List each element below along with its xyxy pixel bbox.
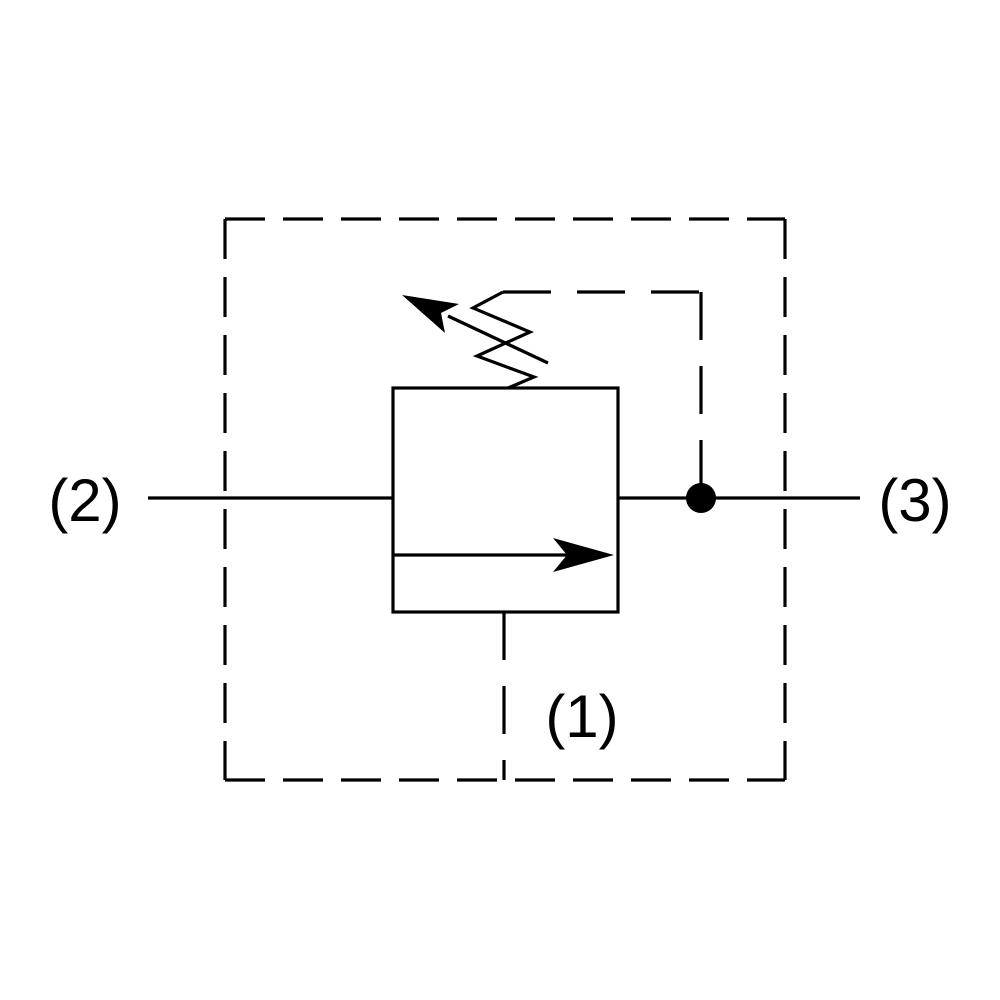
adjustment-arrow-shaft	[447, 314, 549, 365]
port-3-label: (3)	[878, 467, 951, 534]
pilot-line	[503, 290, 703, 498]
adjustment-arrowhead-icon	[402, 295, 459, 333]
flow-arrowhead-icon	[553, 538, 614, 572]
envelope-dashed-boundary	[223, 217, 787, 782]
port-1-label: (1)	[545, 683, 618, 750]
junction-dot	[686, 483, 716, 513]
valve-body	[391, 386, 620, 614]
flow-arrow	[393, 538, 614, 572]
adjustment-arrow	[402, 295, 549, 365]
port-2-label: (2)	[48, 467, 121, 534]
spring-icon	[469, 290, 539, 390]
